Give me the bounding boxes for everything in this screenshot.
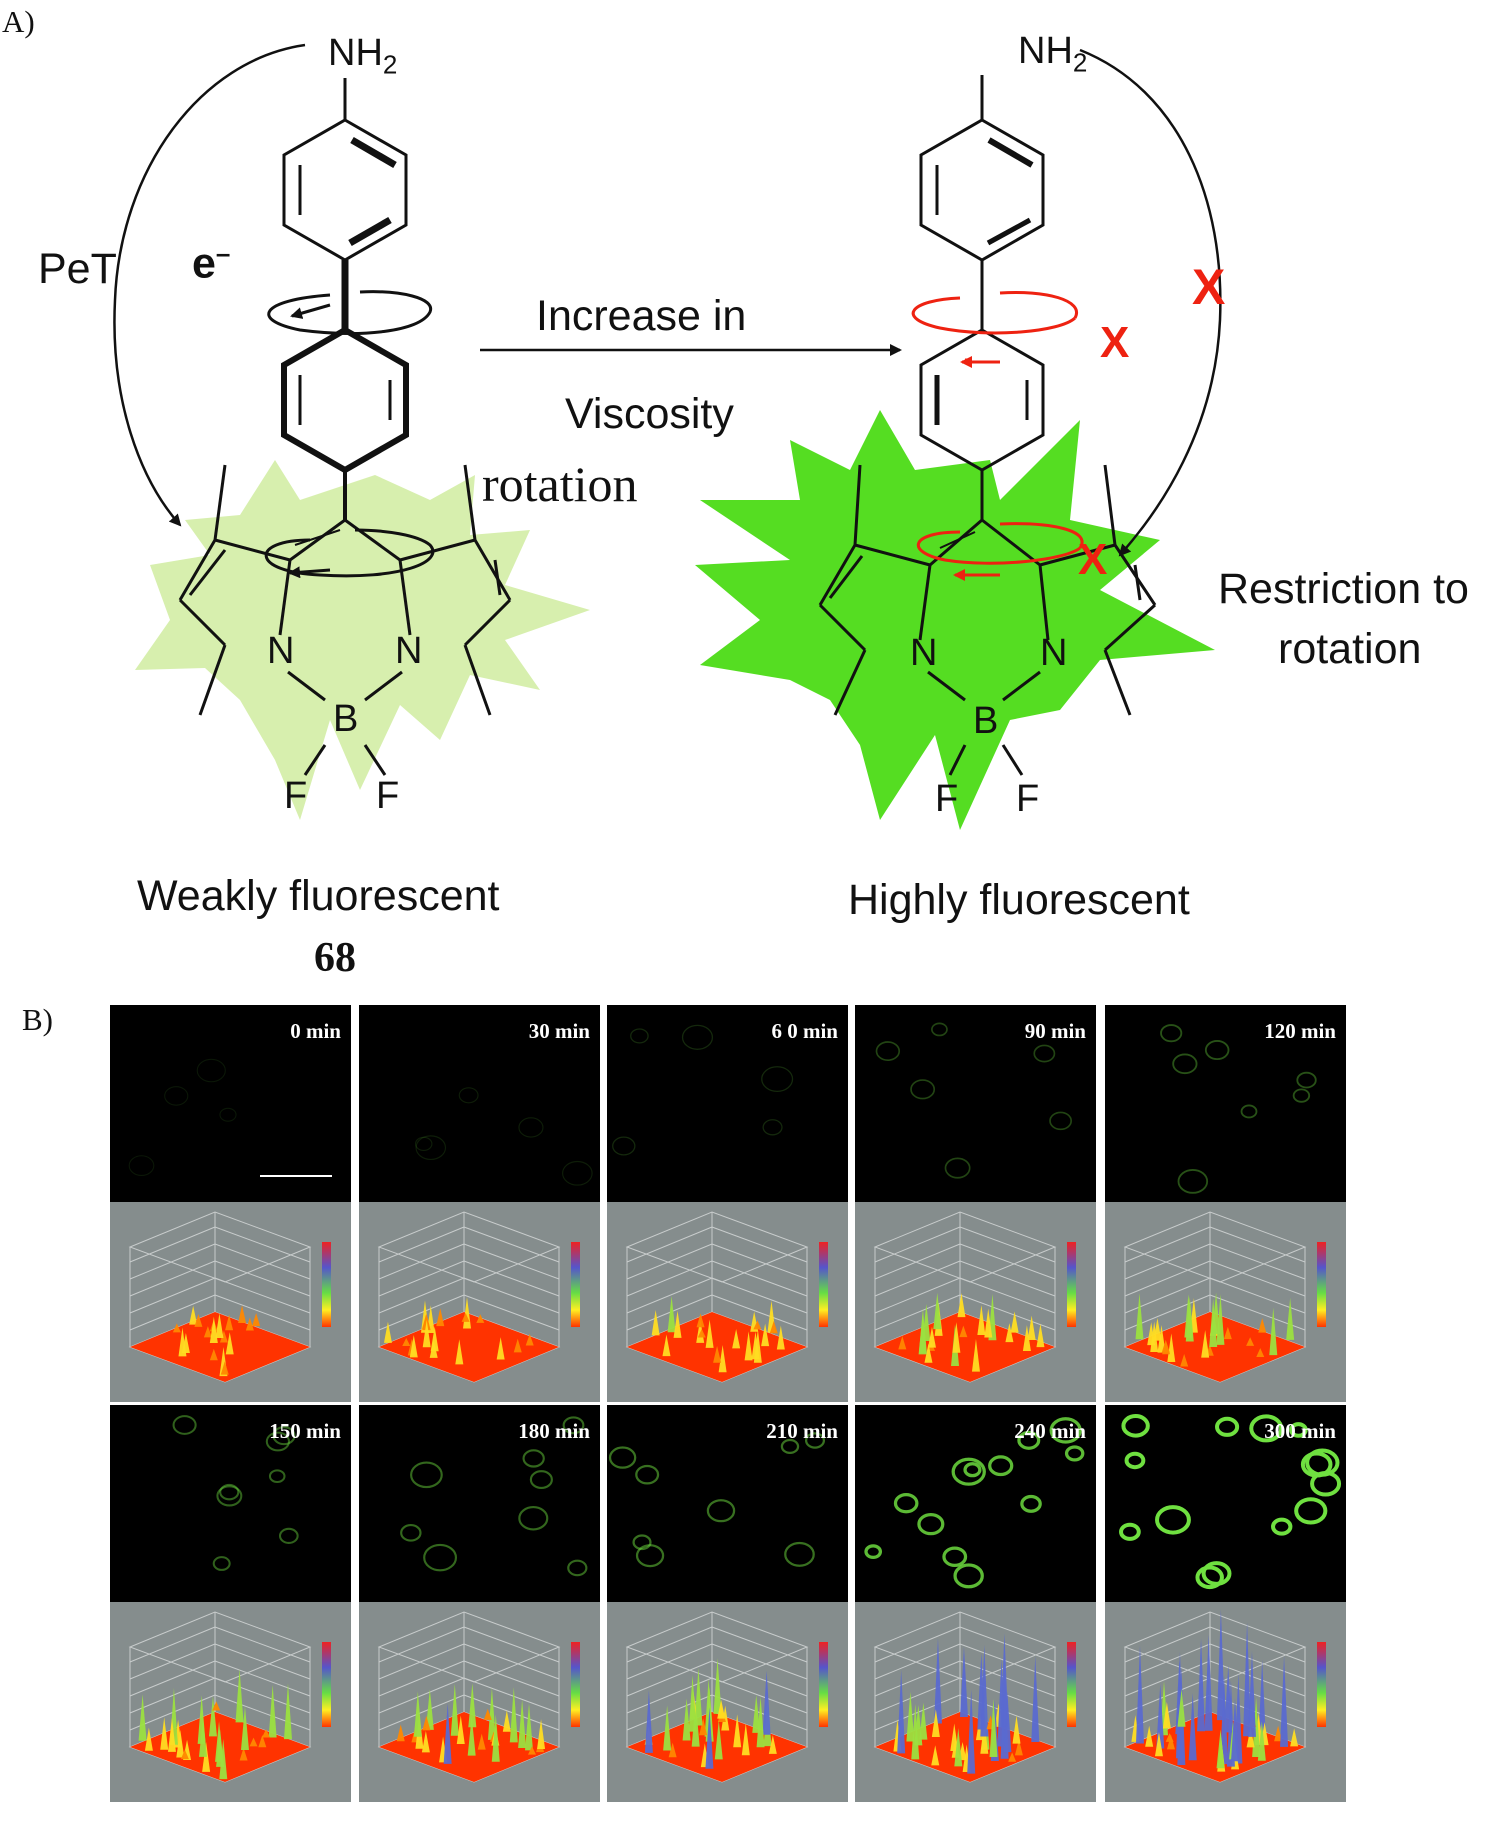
- left-molecule: [113, 43, 512, 776]
- atom-f-right-2: F: [1016, 778, 1040, 820]
- intensity-surface-plot: [607, 1202, 848, 1402]
- intensity-surface-plot: [855, 1602, 1096, 1802]
- atom-b-left: B: [333, 698, 359, 740]
- intensity-surface-plot: [359, 1602, 600, 1802]
- strong-glow-burst: [695, 410, 1215, 830]
- time-label: 150 min: [269, 1419, 341, 1443]
- nh2-left: NH2: [328, 32, 398, 80]
- timepoint-panel: 240 min: [855, 1405, 1096, 1802]
- restriction-label-1: Restriction to: [1218, 565, 1469, 613]
- atom-n-left-1: N: [267, 630, 295, 672]
- intensity-surface-plot: [855, 1202, 1096, 1402]
- time-label: 30 min: [528, 1019, 590, 1043]
- compound-number: 68: [314, 935, 356, 981]
- restricted-rotation: [911, 291, 1084, 581]
- timepoint-panel: 90 min: [855, 1005, 1096, 1402]
- nh2-right: NH2: [1018, 30, 1088, 78]
- reaction-scheme: [113, 43, 1222, 830]
- timepoint-panel: 300 min: [1105, 1405, 1346, 1802]
- confocal-image: 30 min: [359, 1005, 600, 1202]
- intensity-surface-plot: [359, 1202, 600, 1402]
- time-label: 120 min: [1264, 1019, 1336, 1043]
- pet-label: PeT: [38, 245, 117, 293]
- atom-n-left-2: N: [395, 630, 423, 672]
- increase-label: Increase in: [536, 292, 747, 340]
- time-label: 180 min: [518, 1419, 590, 1443]
- intensity-surface-plot: [1105, 1602, 1346, 1802]
- intensity-surface-plot: [110, 1602, 351, 1802]
- confocal-image: 150 min: [110, 1405, 351, 1602]
- timepoint-panel: 120 min: [1105, 1005, 1346, 1402]
- confocal-image: 120 min: [1105, 1005, 1346, 1202]
- confocal-image: 300 min: [1105, 1405, 1346, 1602]
- time-label: 240 min: [1014, 1419, 1086, 1443]
- blocked-x-2: X: [1192, 259, 1226, 315]
- confocal-image: 180 min: [359, 1405, 600, 1602]
- blocked-x-3: X: [1078, 535, 1108, 584]
- timepoint-panel: 30 min: [359, 1005, 600, 1402]
- blocked-x-1: X: [1100, 318, 1130, 367]
- highly-fluorescent-label: Highly fluorescent: [848, 876, 1190, 924]
- timepoint-panel: 150 min: [110, 1405, 351, 1802]
- viscosity-label: Viscosity: [565, 390, 734, 438]
- restriction-label-2: rotation: [1278, 625, 1422, 673]
- timepoint-panel: 210 min: [607, 1405, 848, 1802]
- time-label: 6 0 min: [771, 1019, 838, 1043]
- timepoint-panel: 6 0 min: [607, 1005, 848, 1402]
- weak-glow-burst: [135, 460, 590, 820]
- time-label: 300 min: [1264, 1419, 1336, 1443]
- panel-a-label: A): [2, 4, 35, 39]
- atom-f-left-1: F: [284, 775, 308, 817]
- intensity-surface-plot: [1105, 1202, 1346, 1402]
- time-label: 0 min: [290, 1019, 341, 1043]
- atom-f-right-1: F: [935, 778, 959, 820]
- confocal-image: 6 0 min: [607, 1005, 848, 1202]
- confocal-image: 90 min: [855, 1005, 1096, 1202]
- intensity-surface-plot: [607, 1602, 848, 1802]
- atom-n-right-2: N: [1040, 632, 1068, 674]
- time-label: 210 min: [766, 1419, 838, 1443]
- timepoint-panel: 180 min: [359, 1405, 600, 1802]
- right-molecule: [818, 48, 1222, 776]
- panel-b-label: B): [22, 1002, 53, 1037]
- atom-b-right: B: [973, 700, 999, 742]
- rotation-label: rotation: [482, 456, 638, 512]
- confocal-image: 0 min: [110, 1005, 351, 1202]
- time-label: 90 min: [1024, 1019, 1086, 1043]
- weakly-fluorescent-label: Weakly fluorescent: [137, 872, 500, 920]
- atom-f-left-2: F: [376, 775, 400, 817]
- atom-n-right-1: N: [910, 632, 938, 674]
- timepoint-panel: 0 min: [110, 1005, 351, 1402]
- electron-label: e–: [192, 238, 231, 288]
- confocal-image: 240 min: [855, 1405, 1096, 1602]
- intensity-surface-plot: [110, 1202, 351, 1402]
- confocal-image: 210 min: [607, 1405, 848, 1602]
